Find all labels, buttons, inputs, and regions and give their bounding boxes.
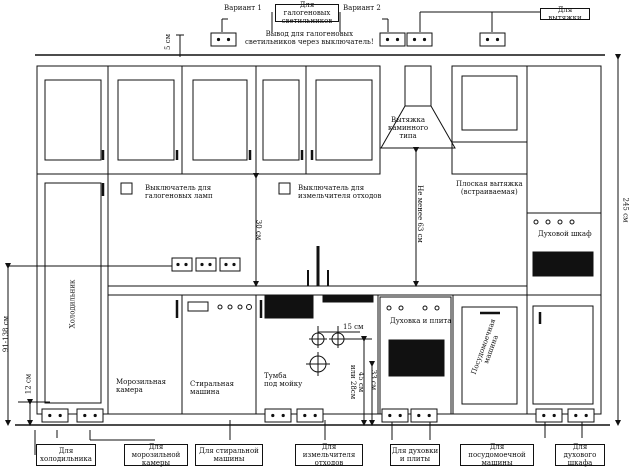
oven-column bbox=[526, 65, 602, 415]
socket-halogen-v1 bbox=[210, 32, 237, 47]
socket-oven-hob bbox=[381, 408, 409, 423]
upper-cabinets bbox=[36, 65, 381, 175]
box-washer: Для стиральной машины bbox=[195, 444, 263, 466]
socket-hole bbox=[271, 413, 275, 418]
dim-33cm: 33 см bbox=[369, 369, 378, 391]
box-fridge: Для холодильника bbox=[36, 444, 96, 466]
socket-fridge bbox=[41, 408, 69, 423]
countertop bbox=[107, 285, 528, 296]
socket-hole bbox=[388, 413, 392, 418]
socket-hole bbox=[58, 413, 62, 418]
box-grinder: Для измельчителя отходов bbox=[295, 443, 363, 467]
washer-label: Стиральная машина bbox=[190, 380, 235, 396]
socket-hole bbox=[427, 413, 431, 418]
sink-cabinet-label: Тумба под мойку bbox=[264, 372, 303, 388]
socket-hole bbox=[200, 262, 204, 267]
socket-halogen-v2b bbox=[406, 32, 433, 47]
socket-hole bbox=[542, 413, 546, 418]
chimney-hood-cone bbox=[380, 105, 456, 149]
variant1-label: Вариант 1 bbox=[224, 4, 262, 12]
chimney-hood-label: Вытяжка каминного типа bbox=[388, 116, 429, 140]
freezer-label: Морозильная камера bbox=[116, 378, 167, 394]
socket-hole bbox=[48, 413, 52, 418]
switch-grinder-label: Выключатель для измельчителя отходов bbox=[298, 184, 382, 200]
socket-hole bbox=[495, 37, 500, 42]
socket-freezer bbox=[76, 408, 104, 423]
socket-hole bbox=[395, 37, 400, 42]
socket-grinder bbox=[296, 408, 324, 423]
socket-hole bbox=[176, 262, 180, 267]
socket-halogen-v2a bbox=[379, 32, 406, 47]
box-freezer: Для морозильной камеры bbox=[124, 443, 188, 467]
switch-halogen-label: Выключатель для галогеновых ламп bbox=[145, 184, 213, 200]
dim-91-138cm: 91-138 см bbox=[2, 315, 11, 353]
socket-hole bbox=[281, 413, 285, 418]
socket-hole bbox=[216, 37, 221, 42]
halogen-lamps-box: Для галогеновых светильников bbox=[275, 1, 339, 25]
socket-hole bbox=[417, 413, 421, 418]
socket-hole bbox=[385, 37, 390, 42]
dim-45-or-28cm: 45 см или 28см bbox=[349, 364, 366, 400]
socket-oven-1 bbox=[535, 408, 563, 423]
socket-dishwasher bbox=[410, 408, 438, 423]
socket-hole bbox=[226, 37, 231, 42]
socket-counter-3 bbox=[219, 257, 241, 272]
dim-15cm: 15 см bbox=[343, 323, 364, 331]
socket-counter-1 bbox=[171, 257, 193, 272]
flat-hood-label: Плоская вытяжка (встраиваемая) bbox=[456, 180, 523, 196]
oven-cabinet-label: Духовой шкаф bbox=[538, 230, 592, 238]
sockets bbox=[41, 32, 595, 423]
fridge-label: Холодильник bbox=[68, 279, 77, 329]
socket-hole bbox=[303, 413, 307, 418]
socket-hole bbox=[552, 413, 556, 418]
socket-hole bbox=[232, 262, 236, 267]
dim-min-63cm: Не менее 63 см bbox=[415, 185, 424, 243]
socket-hole bbox=[422, 37, 427, 42]
socket-hole bbox=[584, 413, 588, 418]
socket-hole bbox=[93, 413, 97, 418]
box-oven: Для духового шкафа bbox=[555, 443, 605, 467]
socket-washer bbox=[264, 408, 292, 423]
socket-hole bbox=[83, 413, 87, 418]
socket-hole bbox=[208, 262, 212, 267]
dim-30cm: 30 см bbox=[254, 219, 263, 241]
socket-hood bbox=[479, 32, 506, 47]
grinder-switch bbox=[278, 182, 291, 195]
halogen-note: Вывод для галогеновых светильников через… bbox=[245, 30, 374, 46]
box-oven-hob: Для духовки и плиты bbox=[390, 444, 440, 466]
socket-counter-2 bbox=[195, 257, 217, 272]
dim-12cm: 12 см bbox=[24, 373, 33, 395]
hood-power-box: Для вытяжки bbox=[540, 6, 590, 22]
flat-hood-cabinet bbox=[451, 65, 528, 175]
chimney-hood-pipe bbox=[404, 65, 432, 107]
variant2-label: Вариант 2 bbox=[343, 4, 381, 12]
box-dishwasher: Для посудомоечной машины bbox=[460, 443, 534, 467]
socket-hole bbox=[412, 37, 417, 42]
socket-hole bbox=[224, 262, 228, 267]
oven-hob-label: Духовка и плита bbox=[390, 317, 452, 325]
socket-hole bbox=[485, 37, 490, 42]
socket-oven-2 bbox=[567, 408, 595, 423]
dim-245cm: 245 см bbox=[621, 197, 630, 223]
halogen-switch bbox=[120, 182, 133, 195]
socket-hole bbox=[574, 413, 578, 418]
socket-hole bbox=[184, 262, 188, 267]
dim-5cm: 5 см bbox=[164, 33, 173, 51]
socket-hole bbox=[398, 413, 402, 418]
socket-hole bbox=[313, 413, 317, 418]
